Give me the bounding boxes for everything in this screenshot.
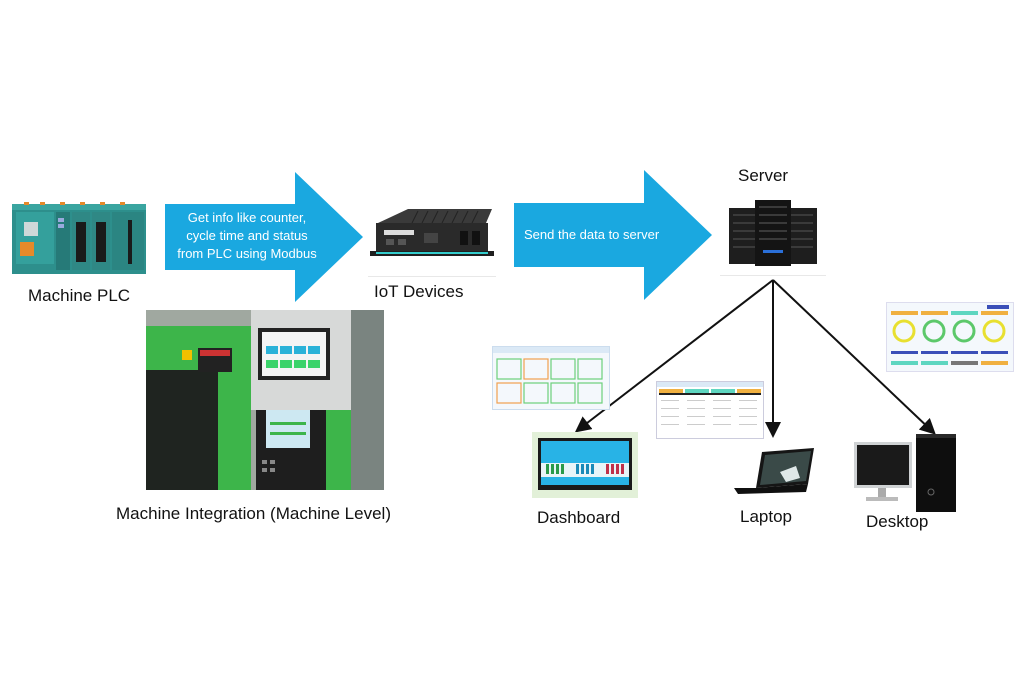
arrow-text-line: cycle time and status: [186, 228, 308, 243]
laptop-icon: [734, 448, 814, 494]
desktop-icon: [854, 434, 956, 512]
laptop-image: [730, 448, 816, 498]
machine-photo: [146, 310, 384, 490]
machine-label: Machine Integration (Machine Level): [116, 504, 391, 523]
arrow-text-line: from PLC using Modbus: [177, 246, 317, 261]
desktop-label: Desktop: [866, 512, 929, 531]
server-label: Server: [738, 166, 789, 185]
divider: [720, 275, 826, 276]
dashboard-label: Dashboard: [537, 508, 621, 527]
arrow-iot-to-server-text: Send the data to server: [524, 226, 674, 244]
plc-image: [10, 198, 148, 278]
arrow-plc-to-iot: [165, 172, 365, 302]
web-table-thumbnail: [656, 381, 764, 439]
web-gauge-thumbnail: [886, 302, 1014, 372]
arrow-plc-to-iot-text: Get info like counter, cycle time and st…: [172, 209, 322, 263]
laptop-label: Laptop: [740, 507, 792, 526]
dashboard-image: [532, 432, 638, 498]
connector-to-desktop: [772, 279, 936, 435]
tv-dashboard-icon: [538, 438, 632, 490]
iot-label: IoT Devices: [374, 282, 464, 301]
divider: [368, 276, 496, 277]
server-rack-icon: [729, 200, 817, 266]
arrow-iot-to-server: [514, 170, 714, 300]
plc-icon: [12, 202, 146, 274]
server-image: [725, 198, 821, 268]
arrow-text-line: Get info like counter,: [187, 210, 307, 225]
web-dashboard-thumbnail-1: [492, 346, 610, 410]
arrow-text-line: Send the data to server: [524, 227, 660, 242]
iot-gateway-icon: [370, 209, 494, 256]
plc-label: Machine PLC: [28, 286, 131, 305]
iot-device-image: [368, 205, 496, 267]
connector-to-dashboard: [574, 279, 774, 433]
desktop-image: [852, 432, 960, 514]
